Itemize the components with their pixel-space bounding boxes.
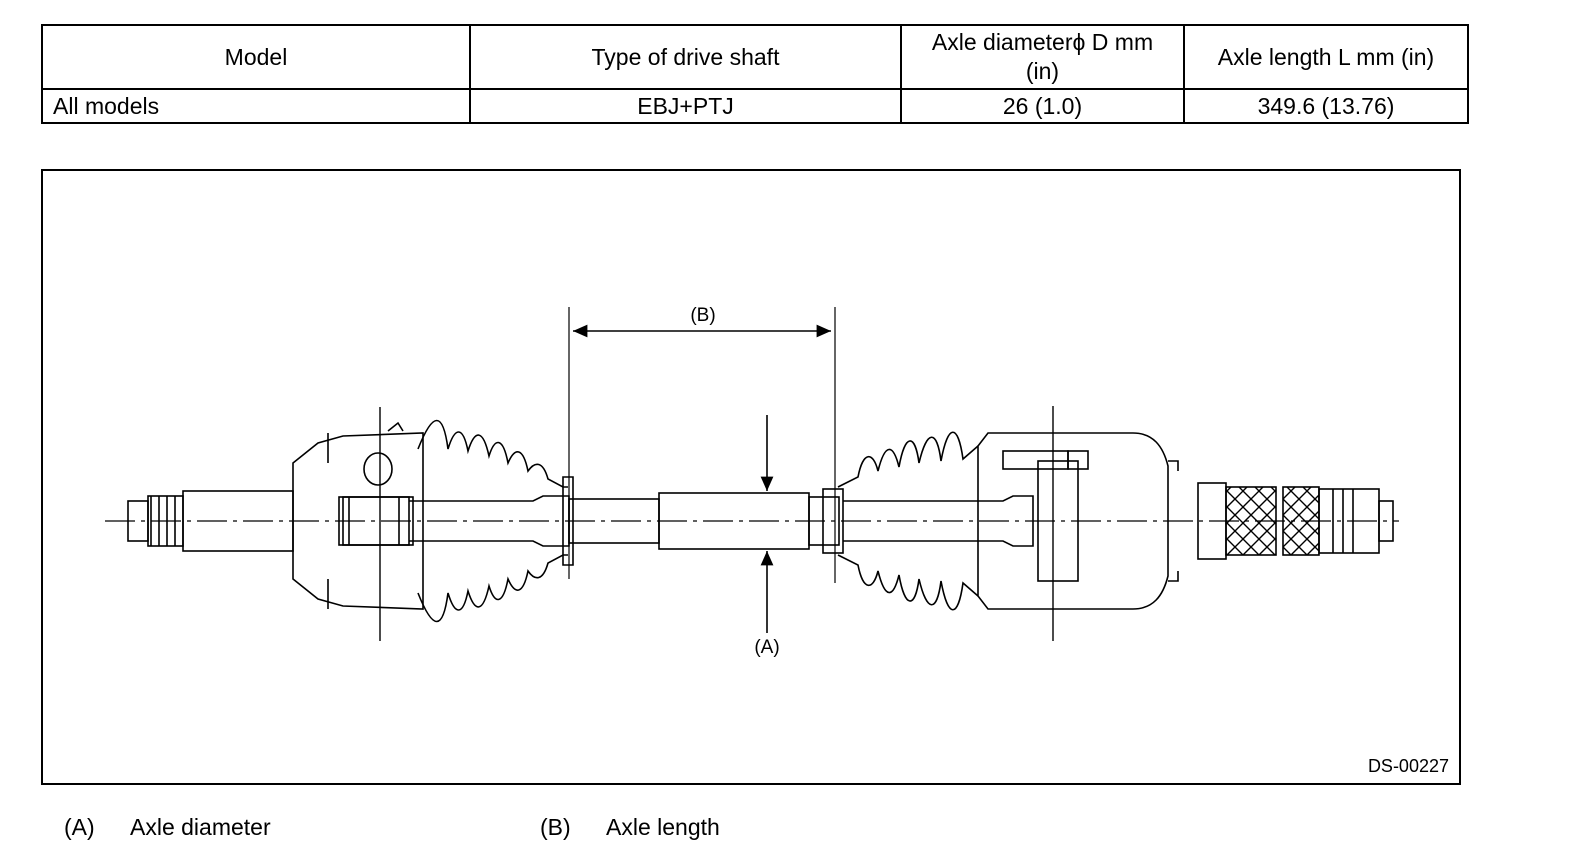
cell-diameter: 26 (1.0) (900, 88, 1185, 124)
right-stub-shaft (1197, 482, 1394, 560)
left-boot-clamp (562, 476, 574, 566)
dimension-a-label: (A) (754, 637, 779, 658)
header-diameter-line2: (in) (1025, 58, 1060, 84)
cell-length: 349.6 (13.76) (1183, 88, 1469, 124)
cell-model: All models (41, 88, 471, 124)
dimension-b (568, 307, 836, 583)
header-type: Type of drive shaft (469, 24, 902, 90)
legend-text: Axle length (606, 814, 720, 840)
figure-id: DS-00227 (1367, 756, 1449, 776)
legend-item-a: (A) Axle diameter (64, 814, 271, 841)
table-header-row: Model Type of drive shaft Axle diameterϕ… (41, 24, 1469, 90)
legend-key: (A) (64, 814, 95, 840)
spec-table: Model Type of drive shaft Axle diameterϕ… (41, 24, 1469, 124)
cell-type: EBJ+PTJ (469, 88, 902, 124)
right-joint-housing (977, 406, 1179, 641)
left-boot (417, 419, 568, 623)
legend-key: (B) (540, 814, 571, 840)
header-length: Axle length L mm (in) (1183, 24, 1469, 90)
legend-text: Axle diameter (130, 814, 271, 840)
header-diameter: Axle diameterϕ D mm (in) (900, 24, 1185, 90)
drive-shaft-drawing: (B) (A) (105, 305, 1399, 658)
right-boot (837, 431, 979, 611)
header-model: Model (41, 24, 471, 90)
header-diameter-line1: Axle diameterϕ D mm (931, 29, 1154, 56)
table-row: All models EBJ+PTJ 26 (1.0) 349.6 (13.76… (41, 88, 1469, 124)
dimension-b-label: (B) (690, 305, 715, 326)
left-joint-housing (292, 407, 424, 641)
legend-item-b: (B) Axle length (540, 814, 720, 841)
drive-shaft-figure: (B) (A) DS-00227 (41, 169, 1461, 785)
main-shaft (409, 488, 1034, 554)
